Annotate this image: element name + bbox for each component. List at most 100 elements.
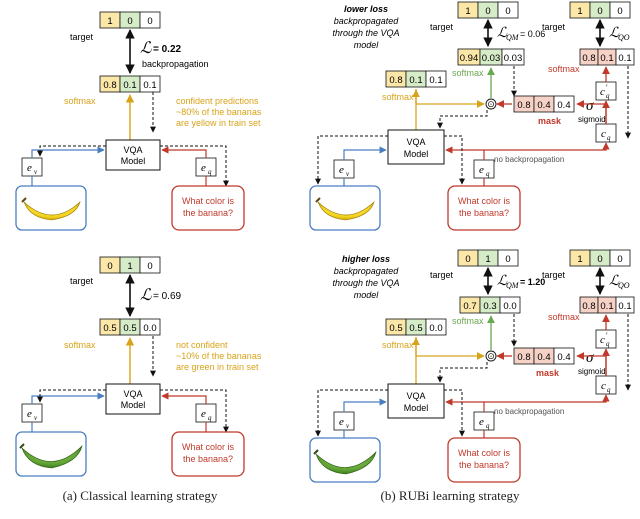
cell: 0.1	[429, 75, 442, 86]
cell: 1	[107, 16, 112, 27]
yellow-banana-image	[23, 201, 81, 221]
vqa-label: Model	[404, 149, 429, 159]
ev-box	[333, 411, 355, 431]
cell: 0.03	[504, 53, 523, 64]
cell: 0.94	[460, 53, 479, 64]
eq-sub: q	[486, 422, 490, 430]
rubi-bottom-panel: higher loss backpropagated through the V…	[309, 249, 635, 483]
rubi-bottom-mask-vector: 0.8 0.4 0.4	[513, 347, 575, 365]
target-label: target	[542, 22, 566, 32]
green-banana-image	[21, 445, 83, 469]
eq-label: e	[201, 162, 206, 174]
ev-sub: v	[34, 168, 38, 176]
no-backprop-label: no backpropagation	[494, 155, 564, 164]
cqp-prime: ′	[606, 331, 608, 340]
question-line: What color is	[458, 448, 511, 458]
headline: backpropagated	[334, 266, 400, 276]
eq-label: e	[201, 408, 206, 420]
cell: 0	[597, 254, 602, 265]
target-label: target	[542, 270, 566, 280]
note-line: not confident	[176, 340, 228, 350]
mask-label: mask	[538, 116, 562, 126]
loss-symbol: ℒ	[140, 287, 152, 304]
note-line: are yellow in train set	[176, 118, 261, 128]
vqa-label: VQA	[123, 145, 142, 155]
note-line: are green in train set	[176, 362, 259, 372]
headline: backpropagated	[334, 16, 400, 26]
note-line: confident predictions	[176, 96, 259, 106]
loss-value: = 0.69	[153, 291, 182, 302]
ev-box	[333, 159, 355, 179]
softmax-label: softmax	[548, 312, 580, 322]
image-box	[15, 185, 87, 231]
note-line: ~80% of the bananas	[176, 107, 262, 117]
cq-label: c	[601, 128, 606, 140]
eq-box	[195, 403, 217, 423]
cqp-prime: ′	[606, 83, 608, 92]
loss-qo-sub: QO	[618, 281, 630, 290]
target-label: target	[70, 32, 94, 42]
rubi-top-qo-prediction: 0.8 0.1 0.1	[579, 48, 635, 66]
ev-sub: v	[346, 422, 350, 430]
cell: 0.0	[143, 323, 156, 334]
softmax-label: softmax	[452, 68, 484, 78]
cell: 1	[465, 6, 470, 17]
target-label: target	[430, 22, 454, 32]
note-line: ~10% of the bananas	[176, 351, 262, 361]
cq-label: c	[601, 380, 606, 392]
vqa-model-box	[387, 383, 445, 419]
vqa-label: Model	[404, 403, 429, 413]
cell: 0.8	[517, 352, 530, 363]
question-line: What color is	[182, 196, 235, 206]
sigmoid-label: sigmoid	[578, 367, 606, 376]
rubi-top-qm-prediction: 0.94 0.03 0.03	[457, 48, 525, 66]
cqp-sub: q	[606, 340, 610, 348]
ev-label: e	[27, 408, 32, 420]
cell: 0.1	[123, 80, 136, 91]
ev-label: e	[339, 416, 344, 428]
cell: 0	[465, 254, 470, 265]
question-line: the banana?	[183, 454, 233, 464]
vqa-label: VQA	[406, 137, 425, 147]
loss-qm-sub: QM	[506, 33, 520, 42]
sigma-symbol: σ	[586, 98, 594, 114]
eq-label: e	[479, 416, 484, 428]
rubi-top-qo-target: 1 0 0	[569, 1, 631, 19]
sigma-symbol: σ	[586, 350, 594, 366]
cq-box	[595, 123, 617, 143]
cell: 0.8	[582, 301, 595, 312]
rubi-bottom-qo-prediction: 0.8 0.1 0.1	[579, 296, 635, 314]
classical-top-target-vector: 1 0 0	[99, 11, 161, 29]
cell: 0.4	[557, 352, 570, 363]
headline: model	[354, 40, 380, 50]
cell: 0	[617, 254, 622, 265]
headline: through the VQA	[332, 278, 399, 288]
classical-top-prediction-vector: 0.8 0.1 0.1	[99, 75, 161, 93]
softmax-label: softmax	[64, 96, 96, 106]
rubi-bottom-prediction-vector: 0.5 0.5 0.0	[385, 318, 447, 336]
cell: 0	[505, 6, 510, 17]
cell: 0	[147, 16, 152, 27]
cell: 0.5	[389, 323, 402, 334]
cq-box	[595, 375, 617, 395]
cell: 0	[505, 254, 510, 265]
loss-value: = 0.22	[153, 44, 182, 55]
loss-qm-value: = 1.20	[520, 277, 545, 287]
eq-box	[473, 159, 495, 179]
caption-classical: (a) Classical learning strategy	[63, 488, 218, 503]
cell: 0.1	[143, 80, 156, 91]
classical-bottom-prediction-vector: 0.5 0.5 0.0	[99, 318, 161, 336]
cell: 0.1	[600, 301, 613, 312]
softmax-label: softmax	[548, 64, 580, 74]
rubi-bottom-qo-target: 1 0 0	[569, 249, 631, 267]
cell: 0.1	[409, 75, 422, 86]
headline: higher loss	[342, 254, 390, 264]
cell: 0.8	[582, 53, 595, 64]
yellow-banana-image	[317, 201, 375, 221]
question-line: What color is	[182, 442, 235, 452]
green-banana-image	[315, 451, 377, 475]
eq-box	[195, 157, 217, 177]
eq-sub: q	[208, 168, 212, 176]
image-box	[309, 185, 381, 231]
rubi-bottom-qm-target: 0 1 0	[457, 249, 519, 267]
